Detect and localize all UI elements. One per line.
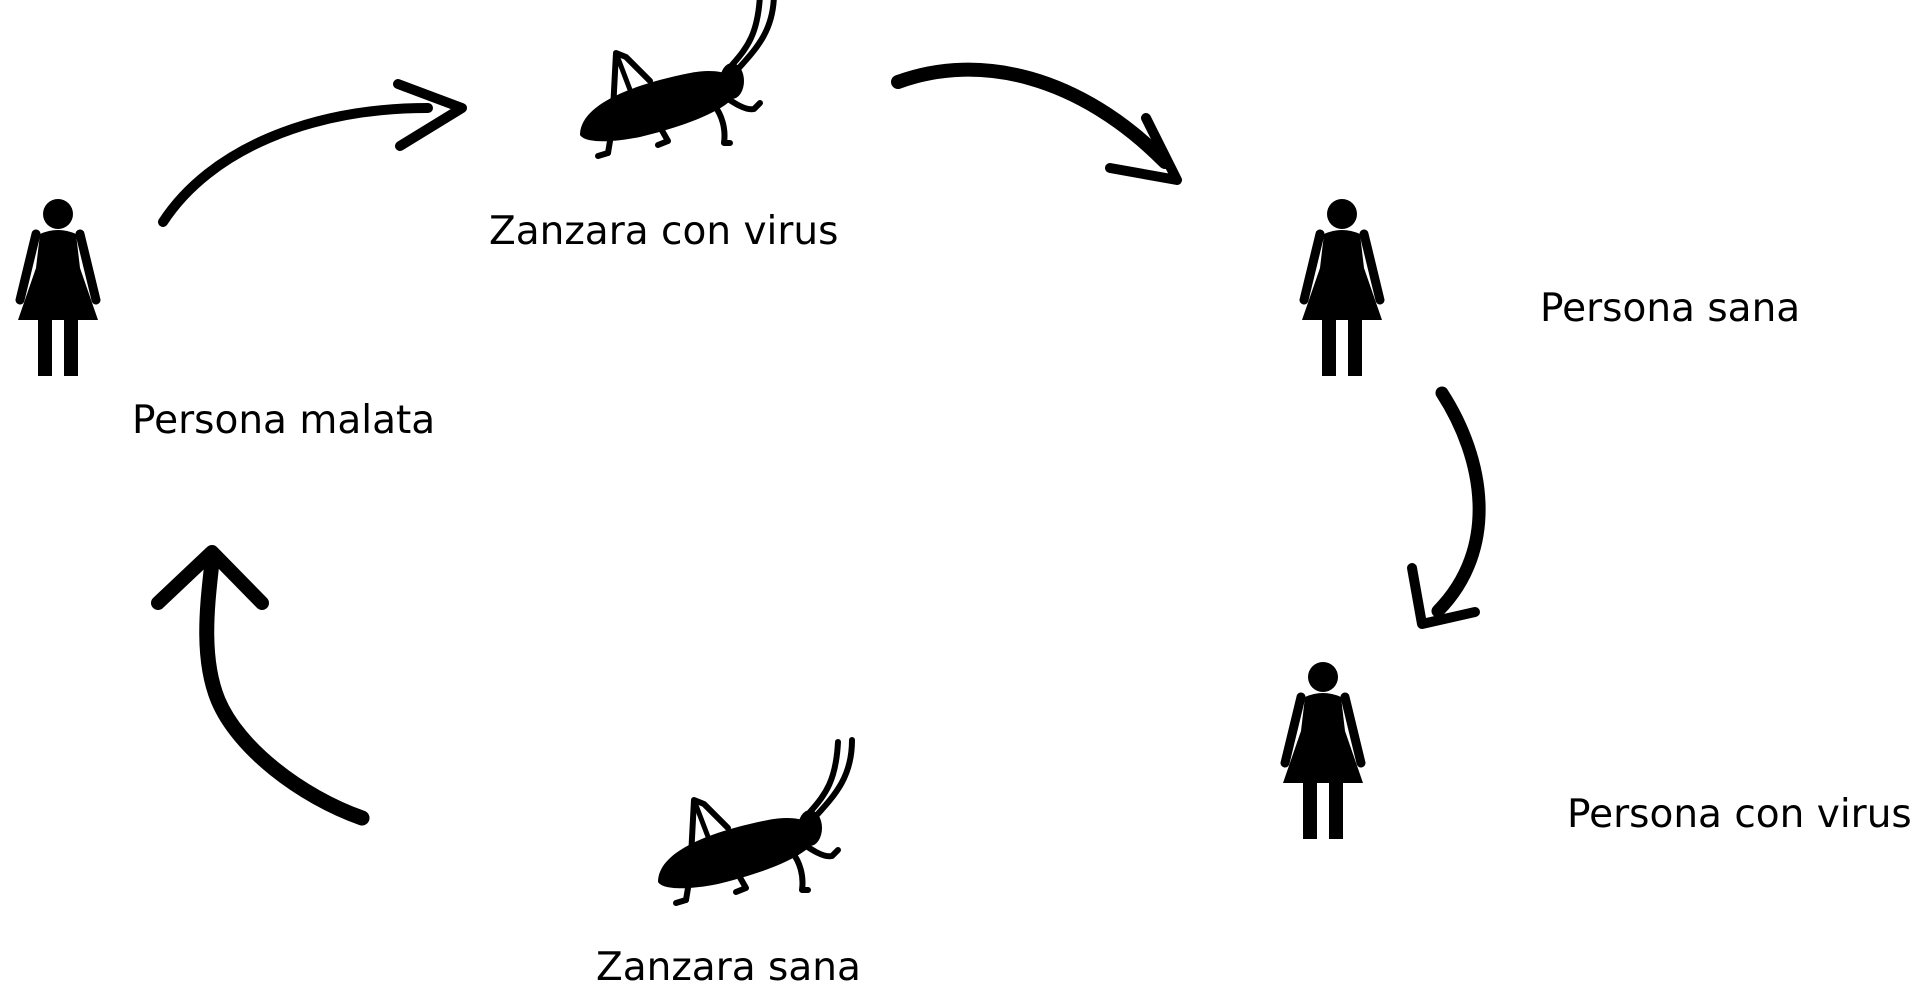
arrow-sana-to-con-virus (1407, 386, 1486, 629)
cricket-icon (658, 740, 852, 903)
person-icon (18, 199, 98, 376)
arrow-zanzara-sana-to-malata (151, 545, 370, 826)
person-icon (1283, 662, 1363, 839)
label-persona-con-virus: Persona con virus (1567, 792, 1912, 837)
label-persona-malata: Persona malata (132, 398, 436, 443)
label-zanzara-sana: Zanzara sana (596, 945, 861, 990)
label-persona-sana: Persona sana (1540, 286, 1801, 331)
arrow-zanzara-to-sana (891, 62, 1182, 185)
person-icon (1302, 199, 1382, 376)
label-zanzara-con-virus: Zanzara con virus (489, 209, 839, 254)
arrow-malata-to-zanzara (158, 79, 467, 227)
cricket-icon (580, 0, 774, 156)
